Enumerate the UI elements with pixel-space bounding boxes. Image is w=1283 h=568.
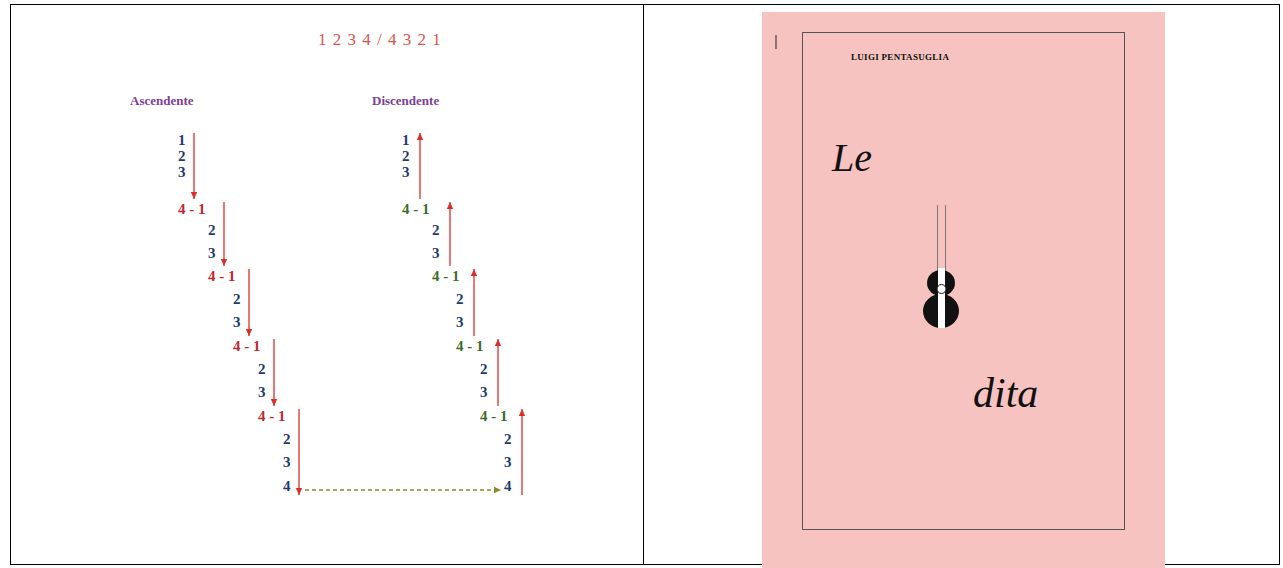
finger-number: 2: [208, 222, 216, 239]
arrow-head: [417, 133, 423, 140]
finger-number: 3: [283, 454, 291, 471]
finger-change: 4 - 1: [456, 338, 484, 355]
finger-number: 3: [208, 245, 216, 262]
finger-change: 4 - 1: [178, 201, 206, 218]
arrow-head: [221, 259, 227, 266]
column-heading: Ascendente: [130, 94, 194, 109]
sequence-title: 1 2 3 4 / 4 3 2 1: [318, 30, 442, 50]
arrow-head: [191, 192, 197, 199]
fingering-arrow: [521, 409, 522, 495]
finger-number: 3: [178, 164, 186, 181]
arrow-head: [246, 329, 252, 336]
finger-number: 4: [504, 478, 512, 495]
table-divider: [643, 4, 644, 565]
cover-title: dita: [973, 369, 1038, 417]
finger-number: 3: [456, 314, 464, 331]
fingering-arrow: [193, 133, 194, 199]
arrow-head: [271, 399, 277, 406]
transition-arrow: [305, 489, 495, 490]
fingering-arrow: [449, 202, 450, 266]
book-cover: [762, 12, 1165, 568]
finger-number: 3: [432, 245, 440, 262]
arrow-head: [296, 488, 302, 495]
fingering-arrow: [273, 339, 274, 406]
finger-change: 4 - 1: [432, 268, 460, 285]
fingering-arrow: [419, 133, 420, 199]
finger-change: 4 - 1: [402, 201, 430, 218]
arrow-head: [519, 409, 525, 416]
fingering-arrow: [473, 269, 474, 336]
cover-frame: [803, 33, 1125, 530]
guitar-symbol: [923, 205, 959, 328]
fingering-arrow: [497, 339, 498, 406]
fingering-arrow: [223, 202, 224, 266]
finger-change: 4 - 1: [233, 338, 261, 355]
arrow-head: [447, 202, 453, 209]
finger-number: 2: [480, 361, 488, 378]
author-name: LUIGI PENTASUGLIA: [851, 52, 949, 62]
finger-change: 4 - 1: [208, 268, 236, 285]
finger-number: 1: [178, 132, 186, 149]
finger-number: 3: [504, 454, 512, 471]
finger-number: 1: [402, 132, 410, 149]
finger-number: 2: [402, 148, 410, 165]
arrow-head: [495, 339, 501, 346]
finger-number: 3: [233, 314, 241, 331]
finger-number: 3: [402, 164, 410, 181]
fingering-arrow: [298, 409, 299, 495]
finger-number: 2: [432, 222, 440, 239]
finger-number: 2: [504, 431, 512, 448]
finger-number: 2: [283, 431, 291, 448]
fingering-arrow: [248, 269, 249, 336]
cover-mark: [775, 35, 776, 49]
finger-number: 2: [178, 148, 186, 165]
cover-title: Le: [832, 135, 872, 181]
finger-number: 3: [480, 384, 488, 401]
finger-number: 3: [258, 384, 266, 401]
finger-number: 2: [233, 291, 241, 308]
arrow-head: [494, 487, 501, 493]
arrow-head: [471, 269, 477, 276]
finger-change: 4 - 1: [258, 408, 286, 425]
finger-number: 4: [283, 478, 291, 495]
finger-change: 4 - 1: [480, 408, 508, 425]
finger-number: 2: [456, 291, 464, 308]
finger-number: 2: [258, 361, 266, 378]
column-heading: Discendente: [372, 94, 439, 109]
